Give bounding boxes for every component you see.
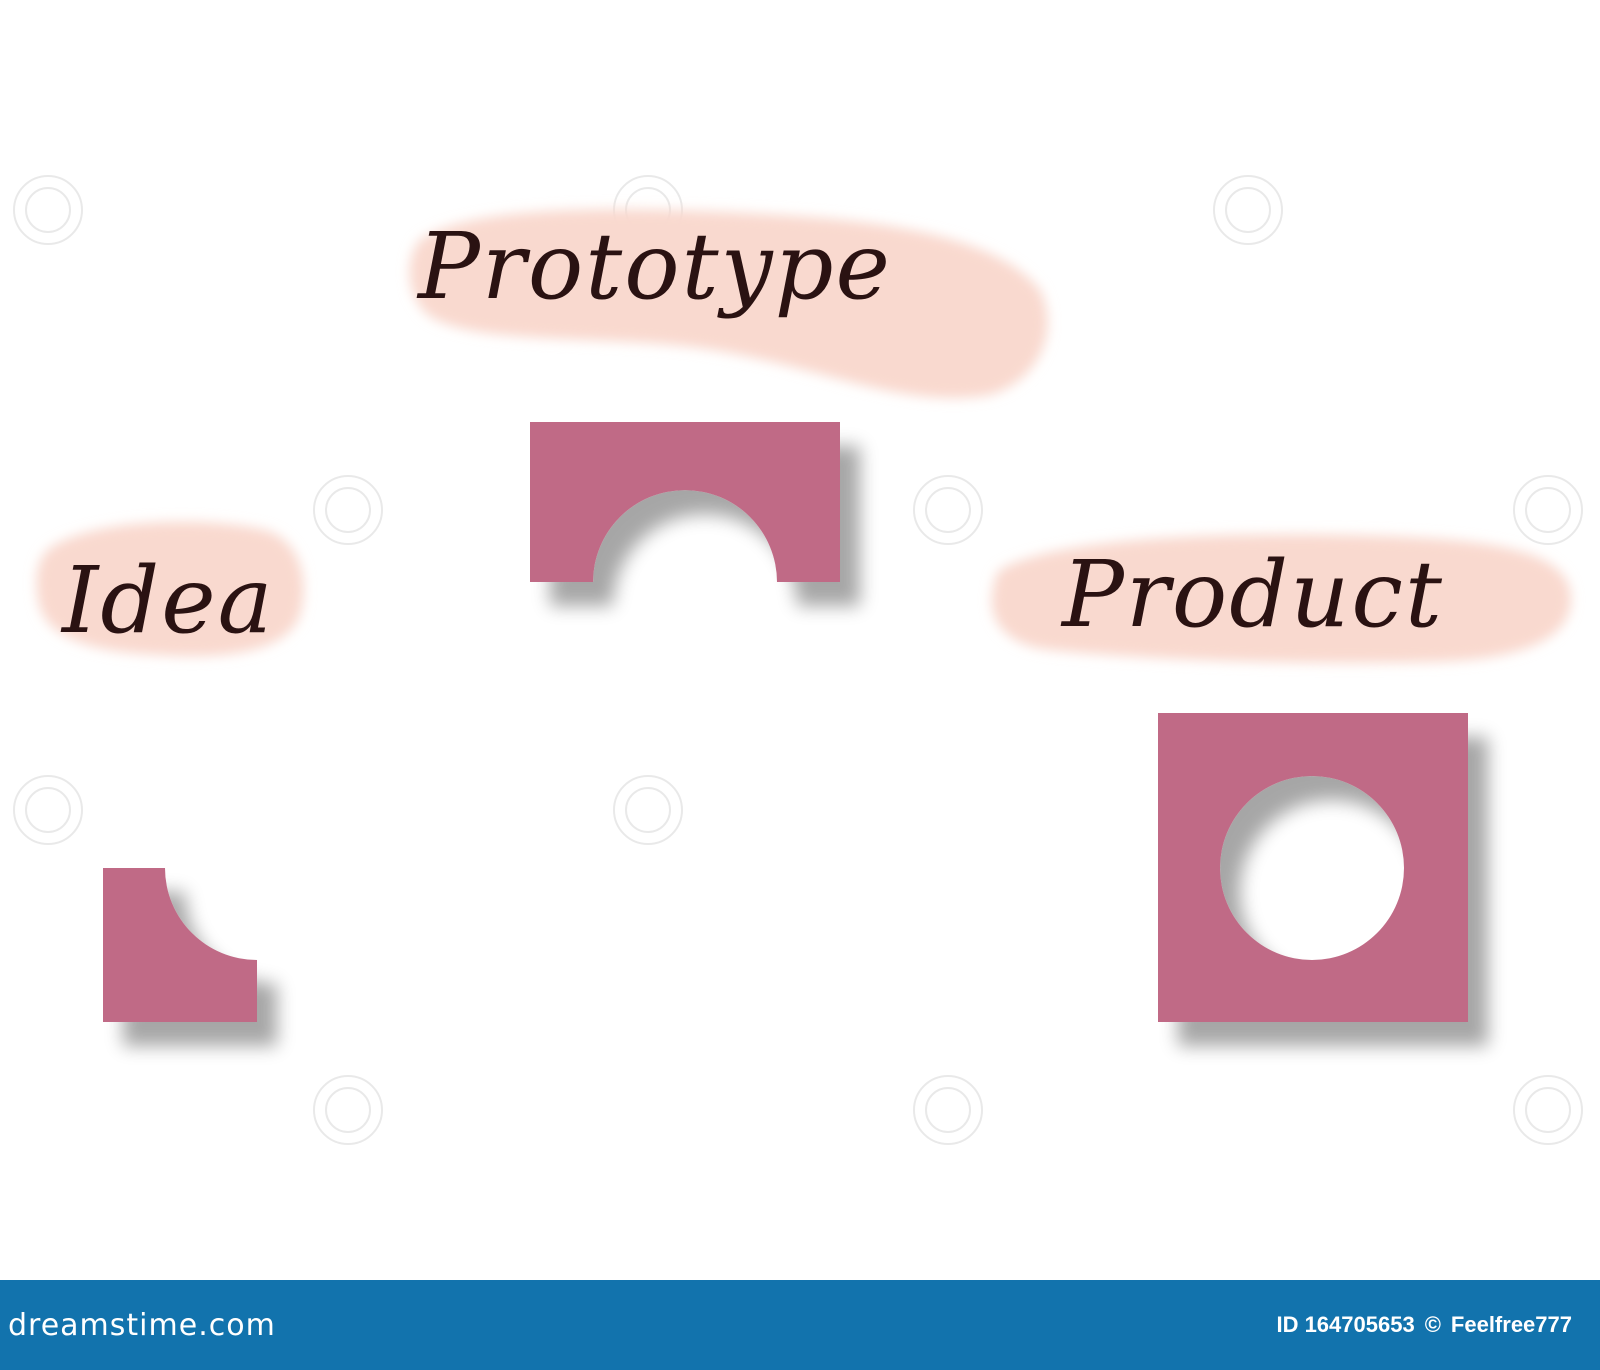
- brand-logo-text[interactable]: dreamstime.com: [8, 1307, 276, 1343]
- product-label-group: Product: [991, 534, 1571, 663]
- image-id: ID 164705653: [1276, 1312, 1415, 1337]
- idea-label-group: Idea: [36, 521, 304, 657]
- prototype-highlight: [409, 209, 1048, 399]
- product-label: Product: [1060, 541, 1444, 648]
- idea-highlight: [36, 521, 304, 657]
- idea-shape: [103, 868, 257, 1022]
- footer-bar: dreamstime.com ID 164705653 © Feelfree77…: [0, 1280, 1600, 1370]
- prototype-shape: [530, 422, 840, 582]
- prototype-label-group: Prototype: [409, 209, 1048, 399]
- copyright-icon: ©: [1424, 1312, 1441, 1337]
- idea-label: Idea: [60, 547, 275, 654]
- author-name[interactable]: Feelfree777: [1450, 1312, 1572, 1337]
- idea-prototype-product-diagram: Prototype Idea Product: [13, 175, 1583, 1145]
- image-credit: ID 164705653 © Feelfree777: [1276, 1312, 1572, 1338]
- product-highlight: [991, 534, 1571, 663]
- prototype-label: Prototype: [416, 213, 892, 320]
- product-shape: [1158, 713, 1468, 1022]
